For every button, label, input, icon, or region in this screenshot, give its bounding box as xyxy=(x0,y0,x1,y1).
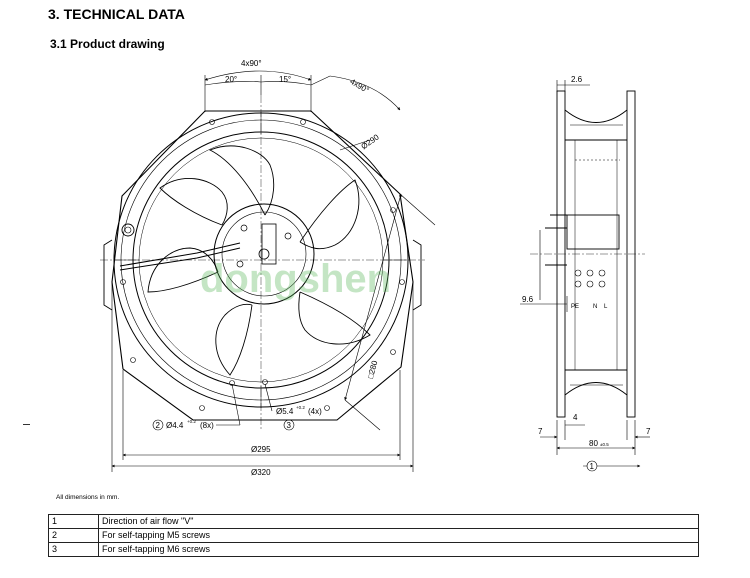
dim-hole-54-qty: (4x) xyxy=(308,407,322,416)
section-subheading: 3.1 Product drawing xyxy=(50,37,165,51)
terminal-l: L xyxy=(604,304,608,310)
legend-num: 3 xyxy=(48,542,99,557)
legend-num: 1 xyxy=(48,514,99,529)
dim-hole-44-qty: (8x) xyxy=(200,421,214,430)
dim-4x90-top: 4x90° xyxy=(241,59,262,68)
legend-text: For self-tapping M6 screws xyxy=(98,542,699,557)
screw-left xyxy=(121,223,135,237)
dim-20-deg: 20° xyxy=(225,75,237,84)
callout-2: 2 xyxy=(156,421,161,430)
housing-outline xyxy=(111,110,414,421)
callout-2-circle xyxy=(152,419,164,431)
terminal-n: N xyxy=(593,304,597,310)
dim-side-7-right: 7 xyxy=(646,427,651,436)
dim-dia-295: Ø295 xyxy=(251,445,271,454)
legend-table: 1 Direction of air flow "V" 2 For self-t… xyxy=(48,514,699,557)
callout-3-circle xyxy=(283,419,295,431)
section-heading: 3. TECHNICAL DATA xyxy=(48,6,185,22)
dim-side-2-6: 2.6 xyxy=(571,75,583,84)
side-view xyxy=(539,90,636,418)
legend-text: Direction of air flow "V" xyxy=(98,514,699,529)
dim-hole-44: Ø4.4 xyxy=(166,421,184,430)
dim-hole-44-tol: +0.2 xyxy=(187,419,196,424)
product-drawing: 4x90° 20° 15° 4x90° Ø290 □280 2 Ø4.4 +0.… xyxy=(100,59,651,477)
dim-15-deg: 15° xyxy=(279,75,291,84)
table-row: 3 For self-tapping M6 screws xyxy=(48,542,699,557)
dim-square-280: □280 xyxy=(366,359,380,379)
dim-side-80-tol: ±0.5 xyxy=(600,442,609,447)
margin-mark xyxy=(23,424,30,425)
dimensions-note: All dimensions in mm. xyxy=(56,494,120,501)
dim-hole-54: Ø5.4 xyxy=(276,407,294,416)
dim-dia-290: Ø290 xyxy=(359,132,381,151)
dim-hole-54-tol: +0.2 xyxy=(296,405,305,410)
terminal-pe: PE xyxy=(571,304,579,310)
dim-side-80: 80 xyxy=(589,439,598,448)
legend-text: For self-tapping M5 screws xyxy=(98,528,699,543)
callout-1-circle xyxy=(586,460,598,472)
callout-1: 1 xyxy=(590,462,595,471)
dim-4x90-right: 4x90° xyxy=(348,77,370,95)
dim-side-9-6: 9.6 xyxy=(522,295,534,304)
table-row: 2 For self-tapping M5 screws xyxy=(48,528,699,543)
dim-side-7-left: 7 xyxy=(538,427,543,436)
dim-dia-320: Ø320 xyxy=(251,468,271,477)
callout-3: 3 xyxy=(287,421,292,430)
table-row: 1 Direction of air flow "V" xyxy=(48,514,699,529)
side-dimensions xyxy=(520,80,650,468)
dim-side-4: 4 xyxy=(573,413,578,422)
legend-num: 2 xyxy=(48,528,99,543)
watermark: dongshen xyxy=(200,257,391,301)
front-dimensions xyxy=(111,70,436,472)
